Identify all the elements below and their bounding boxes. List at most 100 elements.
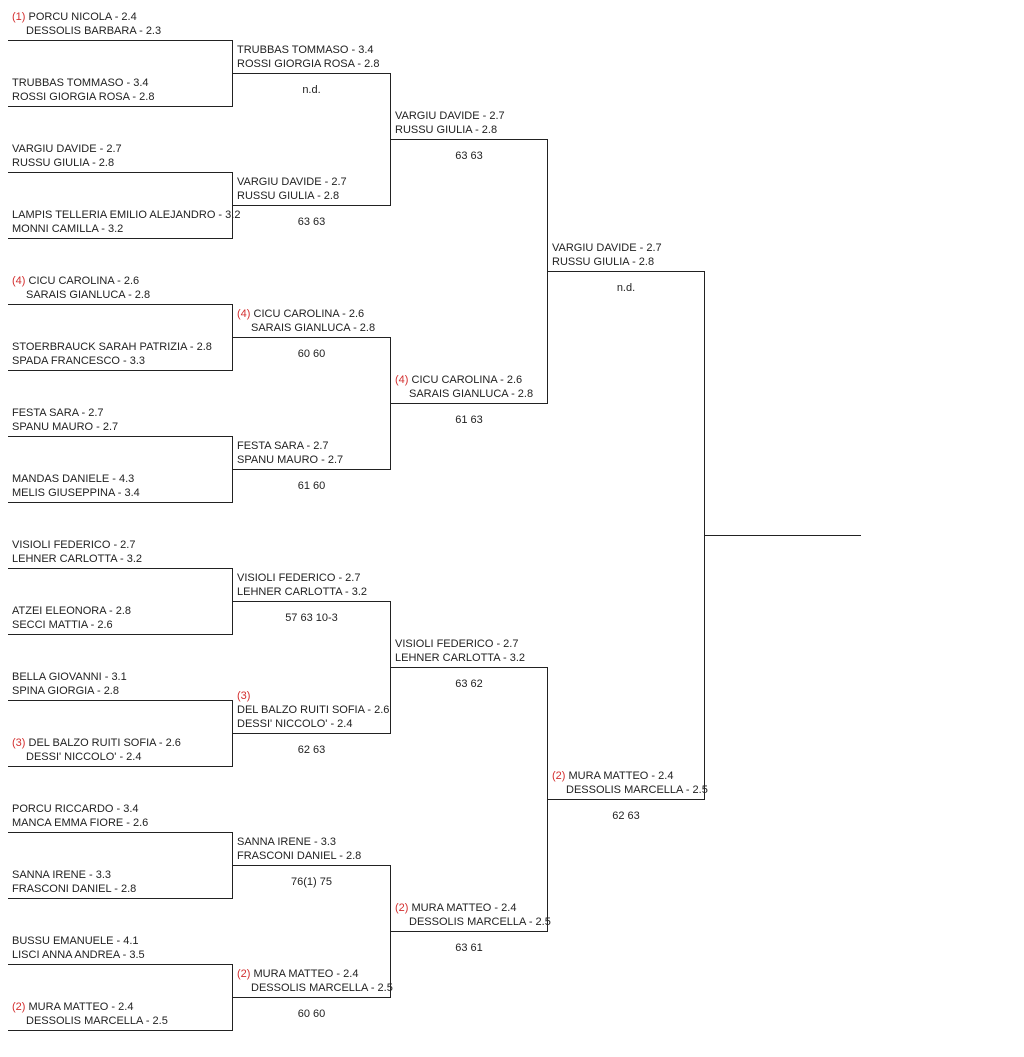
player-name: ROSSI GIORGIA ROSA - 2.8	[12, 91, 155, 103]
team-row: MANDAS DANIELE - 4.3	[12, 472, 140, 486]
seed-label: (4)	[237, 308, 251, 320]
player-name: FRASCONI DANIEL - 2.8	[237, 850, 362, 862]
team-row: BUSSU EMANUELE - 4.1	[12, 934, 145, 948]
match-score: 63 62	[455, 678, 483, 690]
bracket-line	[232, 997, 391, 998]
player-name: VISIOLI FEDERICO - 2.7	[237, 572, 361, 584]
bracket-line	[547, 271, 705, 272]
match-score: n.d.	[302, 84, 321, 96]
player-name: VISIOLI FEDERICO - 2.7	[12, 539, 136, 551]
team-row: PORCU RICCARDO - 3.4	[12, 802, 148, 816]
player-name: TRUBBAS TOMMASO - 3.4	[237, 44, 374, 56]
player-name: CICU CAROLINA - 2.6	[253, 308, 365, 320]
team-row: (4) CICU CAROLINA - 2.6	[12, 274, 150, 288]
team-row: SANNA IRENE - 3.3	[237, 835, 361, 849]
seed-label: (3)	[237, 690, 251, 702]
team-row: VISIOLI FEDERICO - 2.7	[237, 571, 367, 585]
player-name: SPADA FRANCESCO - 3.3	[12, 355, 146, 367]
player-name: FESTA SARA - 2.7	[12, 407, 104, 419]
team-row: (3) DEL BALZO RUITI SOFIA - 2.6	[12, 736, 181, 750]
match-score: 63 63	[455, 150, 483, 162]
player-name: MELIS GIUSEPPINA - 3.4	[12, 487, 140, 499]
player-name: ATZEI ELEONORA - 2.8	[12, 605, 131, 617]
bracket-line	[8, 436, 233, 437]
player-name: SARAIS GIANLUCA - 2.8	[26, 289, 151, 301]
player-name: DESSOLIS MARCELLA - 2.5	[566, 784, 708, 796]
player-name: RUSSU GIULIA - 2.8	[237, 190, 340, 202]
seed-label: (4)	[12, 275, 26, 287]
team-row: (4) CICU CAROLINA - 2.6	[237, 307, 375, 321]
player-name: VARGIU DAVIDE - 2.7	[395, 110, 505, 122]
match-score: 63 61	[455, 942, 483, 954]
bracket-line	[8, 700, 233, 701]
player-name: FESTA SARA - 2.7	[237, 440, 329, 452]
seed-label: (1)	[12, 11, 26, 23]
player-name: BELLA GIOVANNI - 3.1	[12, 671, 127, 683]
player-name: CICU CAROLINA - 2.6	[28, 275, 140, 287]
bracket-line	[8, 172, 233, 173]
team-row: (4) CICU CAROLINA - 2.6	[395, 373, 533, 387]
team-row: VARGIU DAVIDE - 2.7	[395, 109, 505, 123]
team-row: VARGIU DAVIDE - 2.7	[552, 241, 662, 255]
player-name: SPINA GIORGIA - 2.8	[12, 685, 119, 697]
player-name: LAMPIS TELLERIA EMILIO ALEJANDRO - 3.2	[12, 209, 241, 221]
player-name: MURA MATTEO - 2.4	[411, 902, 517, 914]
player-name: DESSI' NICCOLO' - 2.4	[237, 718, 353, 730]
player-name: DEL BALZO RUITI SOFIA - 2.6	[237, 704, 390, 716]
team-row: VARGIU DAVIDE - 2.7	[12, 142, 122, 156]
seed-label: (2)	[237, 968, 251, 980]
player-name: PORCU RICCARDO - 3.4	[12, 803, 139, 815]
seed-label: (2)	[12, 1001, 26, 1013]
bracket-line	[232, 601, 391, 602]
player-name: SPANU MAURO - 2.7	[237, 454, 344, 466]
bracket-line	[8, 964, 233, 965]
match-score: 61 63	[455, 414, 483, 426]
match-score: 61 60	[297, 480, 326, 492]
final-line	[704, 535, 861, 536]
match-score: 60 60	[297, 1008, 326, 1020]
team-row: (2) MURA MATTEO - 2.4	[552, 769, 708, 783]
bracket-line	[8, 304, 233, 305]
match-score: 63 63	[297, 216, 326, 228]
player-name: DESSI' NICCOLO' - 2.4	[26, 751, 142, 763]
bracket-line	[8, 370, 233, 371]
player-name: DESSOLIS MARCELLA - 2.5	[26, 1015, 168, 1027]
player-name: RUSSU GIULIA - 2.8	[12, 157, 115, 169]
match-score: 57 63 10-3	[285, 612, 338, 624]
team-row: (2) MURA MATTEO - 2.4	[395, 901, 551, 915]
player-name: SPANU MAURO - 2.7	[12, 421, 119, 433]
player-name: BUSSU EMANUELE - 4.1	[12, 935, 139, 947]
team-row: LAMPIS TELLERIA EMILIO ALEJANDRO - 3.2	[12, 208, 240, 222]
bracket-line	[8, 898, 233, 899]
player-name: DEL BALZO RUITI SOFIA - 2.6	[28, 737, 181, 749]
player-name: ROSSI GIORGIA ROSA - 2.8	[237, 58, 380, 70]
bracket-line	[232, 337, 391, 338]
player-name: MANDAS DANIELE - 4.3	[12, 473, 135, 485]
player-name: CICU CAROLINA - 2.6	[411, 374, 523, 386]
player-name: SANNA IRENE - 3.3	[12, 869, 112, 881]
bracket-line	[8, 634, 233, 635]
match-score: 62 63	[612, 810, 640, 822]
bracket-line	[8, 238, 233, 239]
team-row: (1) PORCU NICOLA - 2.4	[12, 10, 161, 24]
team-row: STOERBRAUCK SARAH PATRIZIA - 2.8	[12, 340, 212, 354]
player-name: MONNI CAMILLA - 3.2	[12, 223, 124, 235]
player-name: MURA MATTEO - 2.4	[28, 1001, 134, 1013]
match-score: 62 63	[297, 744, 326, 756]
